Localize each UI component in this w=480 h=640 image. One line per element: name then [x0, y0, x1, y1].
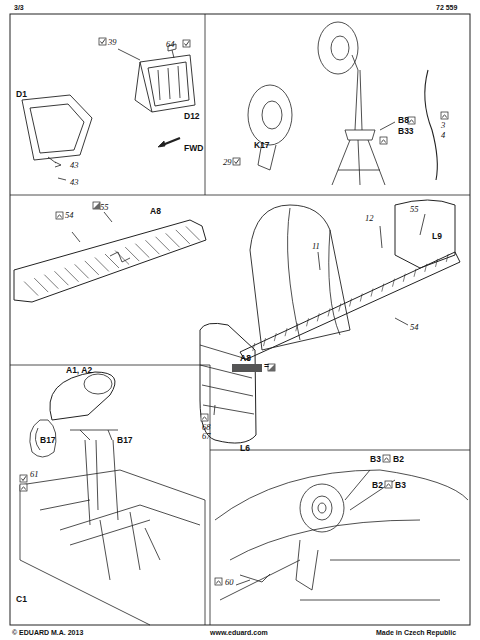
callout-number: 54: [65, 211, 74, 220]
rib-line: [285, 328, 287, 336]
callout-number: 39: [108, 38, 117, 47]
part-label: B17: [40, 436, 56, 445]
copyright: © EDUARD M.A. 2013: [12, 628, 83, 637]
rib-line: [166, 233, 180, 247]
rib-line: [186, 226, 200, 240]
rib-line: [360, 294, 362, 302]
origin-note: Made in Czech Republic: [376, 628, 456, 637]
callout-number: 61: [30, 470, 39, 479]
callout-number: 60: [225, 578, 234, 587]
part-label: B2: [372, 481, 383, 490]
callout-number: 4: [441, 131, 445, 140]
website: www.eduard.com: [210, 628, 268, 637]
part-label: B33: [398, 127, 414, 136]
rib-line: [44, 275, 58, 289]
equals-sign: =: [264, 362, 269, 371]
callout-number: 43: [70, 161, 79, 170]
part-label: K17: [254, 141, 270, 150]
callout-number: 12: [365, 214, 374, 223]
direction-label: FWD: [184, 144, 203, 153]
rib-line: [125, 247, 139, 261]
rib-line: [307, 318, 309, 326]
rib-line: [371, 289, 373, 297]
part-label: L6: [240, 444, 250, 453]
part-label: A8: [150, 207, 161, 216]
rib-line: [425, 264, 427, 272]
callout-number: 55: [100, 203, 109, 212]
rib-line: [382, 284, 384, 292]
callout-number: 67: [202, 432, 211, 441]
callout-number: 55: [410, 205, 419, 214]
rib-line: [274, 333, 276, 341]
page-number: 3/3: [14, 3, 24, 12]
part-label: B8: [398, 116, 409, 125]
rib-line: [264, 338, 266, 346]
rib-line: [156, 237, 170, 251]
rib-line: [350, 299, 352, 307]
callout-number: 68: [202, 423, 211, 432]
callout-number: 54: [410, 323, 419, 332]
rib-line: [105, 254, 119, 268]
rib-line: [393, 279, 395, 287]
rib-line: [403, 274, 405, 282]
rib-line: [75, 264, 89, 278]
part-label: B3: [370, 455, 381, 464]
rib-line: [135, 244, 149, 258]
rib-line: [54, 271, 68, 285]
callout-number: 29: [223, 158, 232, 167]
callout-number: 64: [166, 40, 175, 49]
rib-line: [24, 282, 38, 296]
part-label: A8: [240, 354, 251, 363]
part-label: B2: [393, 455, 404, 464]
rib-line: [145, 240, 159, 254]
rib-line: [328, 308, 330, 316]
rib-line: [414, 269, 416, 277]
part-label: D1: [16, 90, 27, 99]
part-label: D12: [184, 112, 200, 121]
part-label: A1, A2: [66, 366, 92, 375]
kit-number: 72 559: [436, 3, 457, 12]
part-label: L9: [432, 232, 442, 241]
rib-line: [65, 268, 79, 282]
rib-line: [339, 303, 341, 311]
rib-line: [176, 230, 190, 244]
part-label: C1: [16, 595, 27, 604]
callout-number: 11: [312, 242, 320, 251]
rib-line: [436, 259, 438, 267]
callout-number: 43: [70, 178, 79, 187]
part-label: B17: [117, 436, 133, 445]
part-label: B3: [395, 481, 406, 490]
rib-line: [95, 257, 109, 271]
rib-line: [115, 251, 129, 265]
callout-number: 3: [441, 121, 445, 130]
rib-line: [34, 278, 48, 292]
rib-line: [85, 261, 99, 275]
rib-line: [317, 313, 319, 321]
